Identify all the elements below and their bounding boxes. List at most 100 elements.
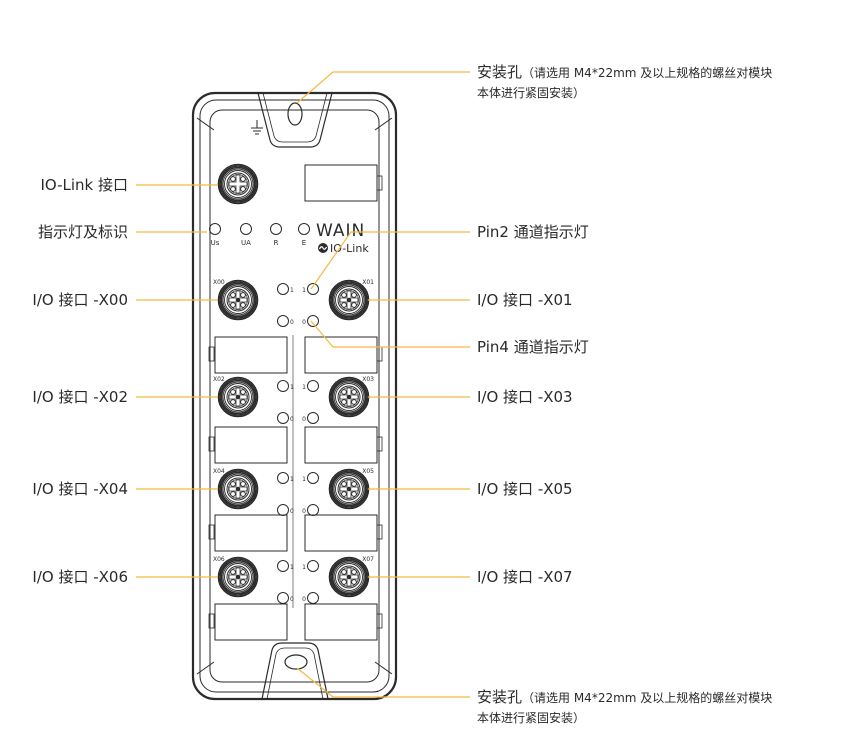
channel-led-label: 1 [302,564,306,571]
connector-pin [351,292,357,298]
status-led-label: R [274,239,279,247]
channel-led-label: 1 [290,564,294,571]
connector-pin [240,302,246,308]
mount-hole-title: 安装孔 [477,63,523,81]
connector-pin [351,481,357,487]
port-id-label: X02 [213,376,225,383]
channel-led [307,380,319,392]
port-x03 [328,376,370,418]
port-id-label: X03 [362,376,374,383]
connector-pin [346,394,352,400]
connector-pin [240,579,246,585]
channel-led [277,560,289,572]
channel-led-label: 1 [302,476,306,483]
leader-lines [136,71,470,698]
connector-pin [230,176,236,182]
status-led-label: Us [211,239,220,247]
label-window [214,514,288,552]
connector-pin [230,579,236,585]
side-clip [208,524,215,540]
corner-chamfer [196,117,393,675]
ground-icon [251,120,263,135]
side-clip [208,613,215,629]
label-window [304,426,378,464]
channel-led-label: 0 [290,596,294,603]
label-x00: I/O 接口 -X00 [32,291,128,309]
leader-mount-bottom [296,667,470,698]
port-x07 [328,556,370,598]
connector-pin [230,302,236,308]
connector-pin [240,481,246,487]
connector-pin [235,486,241,492]
channel-led-label: 0 [302,596,306,603]
label-x05: I/O 接口 -X05 [477,480,573,498]
channel-led [277,412,289,424]
channel-led-label: 1 [302,384,306,391]
label-pin2: Pin2 通道指示灯 [477,223,589,241]
connector-pin [240,176,246,182]
connector-pin [240,399,246,405]
port-id-label: X01 [362,279,374,286]
brand-logo: WAIN [316,221,365,241]
status-led-label: UA [241,239,251,247]
connector-pin [230,481,236,487]
mount-hole-detail-2: 本体进行紧固安装） [477,711,586,725]
connector-pin [351,491,357,497]
connector-pin [351,389,357,395]
face-plate [209,109,380,683]
connector-pin [341,389,347,395]
connector-pin [240,186,246,192]
io-link-module-body [191,91,398,701]
mount-hole-detail: （请选用 M4*22mm 及以上规格的螺丝对模块 [522,66,773,80]
label-x02: I/O 接口 -X02 [32,388,128,406]
label-x03: I/O 接口 -X03 [477,388,573,406]
channel-led [277,472,289,484]
label-window-top [304,164,378,202]
channel-led-label: 0 [302,416,306,423]
channel-led [307,560,319,572]
label-window [214,603,288,641]
top-mount-tab [257,92,333,148]
connector-pin [351,399,357,405]
port-id-label: X05 [362,468,374,475]
outer-housing [191,91,398,701]
status-led-e [298,223,310,235]
connector-pin [351,579,357,585]
channel-led [277,504,289,516]
connector-pin [235,394,241,400]
port-id-label: X00 [213,279,225,286]
channel-led [277,283,289,295]
status-led-label: E [302,239,306,247]
status-led-ua [240,223,252,235]
label-x06: I/O 接口 -X06 [32,568,128,586]
connector-pin [346,297,352,303]
channel-led-label: 0 [302,319,306,326]
connector-pin [240,569,246,575]
connector-pin [341,481,347,487]
channel-led-label: 1 [290,287,294,294]
connector-pin [341,399,347,405]
label-window [304,514,378,552]
channel-led [307,592,319,604]
port-x00 [217,279,259,321]
label-window [304,336,378,374]
mount-hole-title: 安装孔 [477,688,523,706]
mount-hole-note-top: 安装孔（请选用 M4*22mm 及以上规格的螺丝对模块 本体进行紧固安装） [477,62,772,103]
channel-led-label: 0 [302,508,306,515]
top-mount-hole [287,102,303,126]
mount-hole-note-bottom: 安装孔（请选用 M4*22mm 及以上规格的螺丝对模块 本体进行紧固安装） [477,687,772,728]
connector-pin [341,579,347,585]
side-clip [376,524,383,540]
connector-pin [240,292,246,298]
iolink-logo: IO-Link [318,242,369,255]
channel-led [307,315,319,327]
port-id-label: X07 [362,556,374,563]
label-x07: I/O 接口 -X07 [477,568,573,586]
side-clip [376,436,383,452]
leader-pin4 [310,320,470,348]
channel-led [277,315,289,327]
connector-pin [341,491,347,497]
connector-pin [235,297,241,303]
channel-led [277,380,289,392]
